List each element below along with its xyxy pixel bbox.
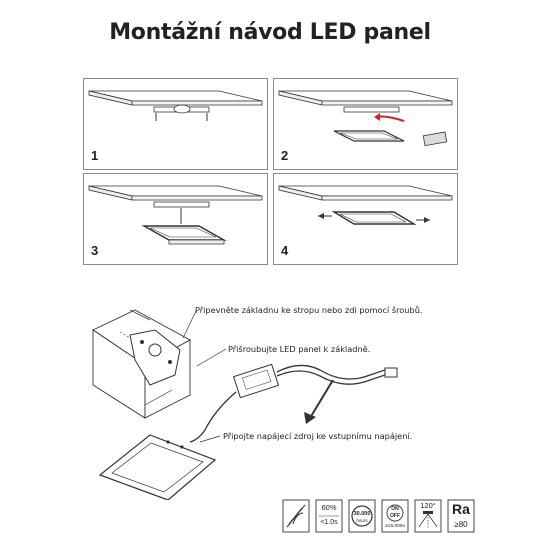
step-4-illustration xyxy=(278,185,453,225)
step-2-panel: 2 xyxy=(273,78,458,170)
callout-connect-power: Připojte napájecí zdroj ke vstupnímu nap… xyxy=(223,431,413,441)
step-3-illustration xyxy=(88,185,263,245)
step-number: 4 xyxy=(281,243,289,258)
not-dimmable-icon xyxy=(282,499,310,533)
percent-label: 60% xyxy=(321,503,337,512)
step-1-illustration xyxy=(88,90,263,121)
cri-icon: Ra ≥80 xyxy=(447,499,475,533)
switch-on-label: ON xyxy=(391,506,399,512)
switch-cycles-label: ≥15.000x xyxy=(385,524,405,529)
step-1-panel: 1 xyxy=(83,78,268,170)
ra-symbol: Ra xyxy=(452,501,470,517)
switch-cycles-icon: ON OFF ≥15.000x xyxy=(381,499,409,533)
lifetime-value: 30.000 xyxy=(353,511,371,517)
callout-mount-base: Připevněte základnu ke stropu nebo zdi p… xyxy=(195,305,423,315)
step-number: 1 xyxy=(91,148,99,163)
spec-icons: 60% <1.0s 30.000 hours ON OFF ≥15.000x 1… xyxy=(282,499,532,535)
step-number: 3 xyxy=(91,243,99,258)
startup-label: <1.0s xyxy=(320,519,338,526)
step-number: 2 xyxy=(281,148,289,163)
callout-screw-panel: Přišroubujte LED panel k základně. xyxy=(228,344,371,354)
beam-angle-label: 120° xyxy=(420,501,436,510)
beam-angle-icon: 120° xyxy=(414,499,442,533)
lifetime-icon: 30.000 hours xyxy=(348,499,376,533)
warm-up-icon: 60% <1.0s xyxy=(315,499,343,533)
step-3-panel: 3 xyxy=(83,173,268,265)
step-2-illustration xyxy=(278,90,453,147)
lifetime-unit: hours xyxy=(356,518,368,523)
ra-value: ≥80 xyxy=(454,520,468,529)
assembly-diagram xyxy=(92,309,398,500)
page-title: Montážní návod LED panel xyxy=(109,20,431,45)
step-4-panel: 4 xyxy=(273,173,458,265)
switch-off-label: OFF xyxy=(390,513,400,519)
